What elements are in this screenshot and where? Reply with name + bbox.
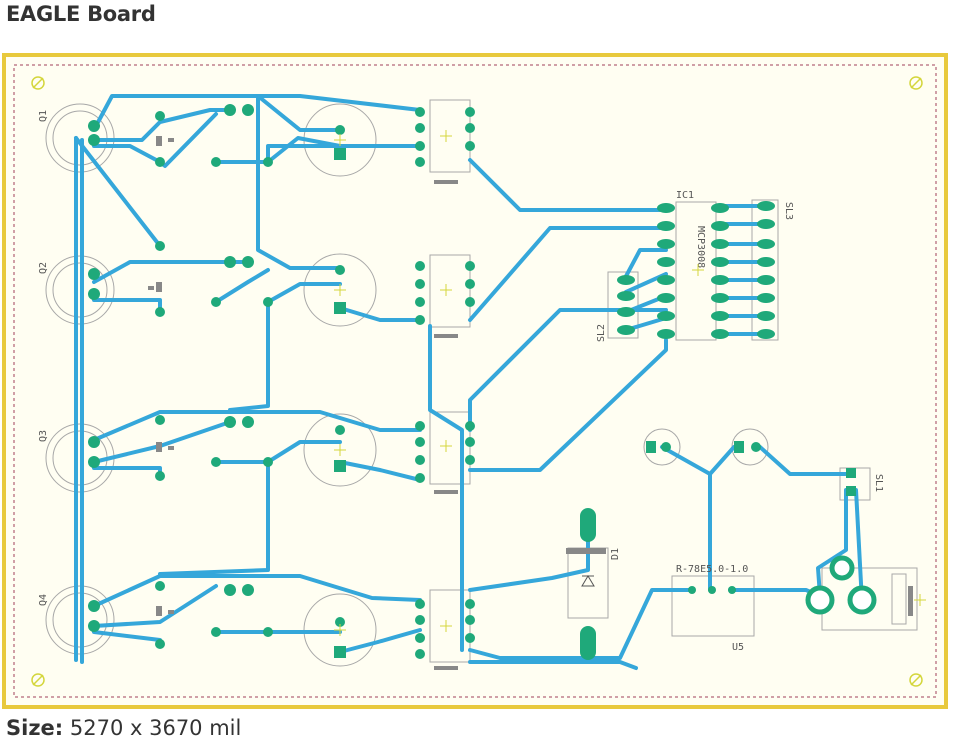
mounting-holes	[31, 76, 923, 687]
board-size-line: Size: 5270 x 3670 mil	[6, 716, 241, 740]
q4-label: Q4	[38, 594, 49, 606]
silk-markers	[148, 136, 913, 670]
origin-marks	[334, 130, 926, 636]
q3-label: Q3	[38, 430, 49, 442]
page-title: EAGLE Board	[6, 2, 156, 26]
size-value: 5270 x 3670 mil	[69, 716, 242, 740]
regulator-label: R-78E5.0-1.0	[676, 564, 748, 575]
pads	[88, 104, 856, 660]
sl1-label: SL1	[873, 474, 884, 492]
sl2-label: SL2	[596, 324, 607, 342]
ic1-label: IC1	[676, 190, 694, 201]
u5-label: U5	[732, 642, 744, 653]
q2-label: Q2	[38, 262, 49, 274]
sl3-label: SL3	[783, 202, 794, 220]
q1-label: Q1	[38, 110, 49, 122]
d1-label: D1	[610, 548, 621, 560]
diode-symbol	[566, 548, 606, 587]
board-inner-border	[13, 64, 937, 698]
power-jack-pads	[805, 555, 877, 615]
pcb-board-view[interactable]: Q1 Q2 Q3 Q4 IC1 MCP3008 SL1 SL2 SL3 D1 R…	[0, 50, 955, 712]
size-label: Size:	[6, 716, 64, 740]
mcp-label: MCP3008	[695, 226, 706, 268]
